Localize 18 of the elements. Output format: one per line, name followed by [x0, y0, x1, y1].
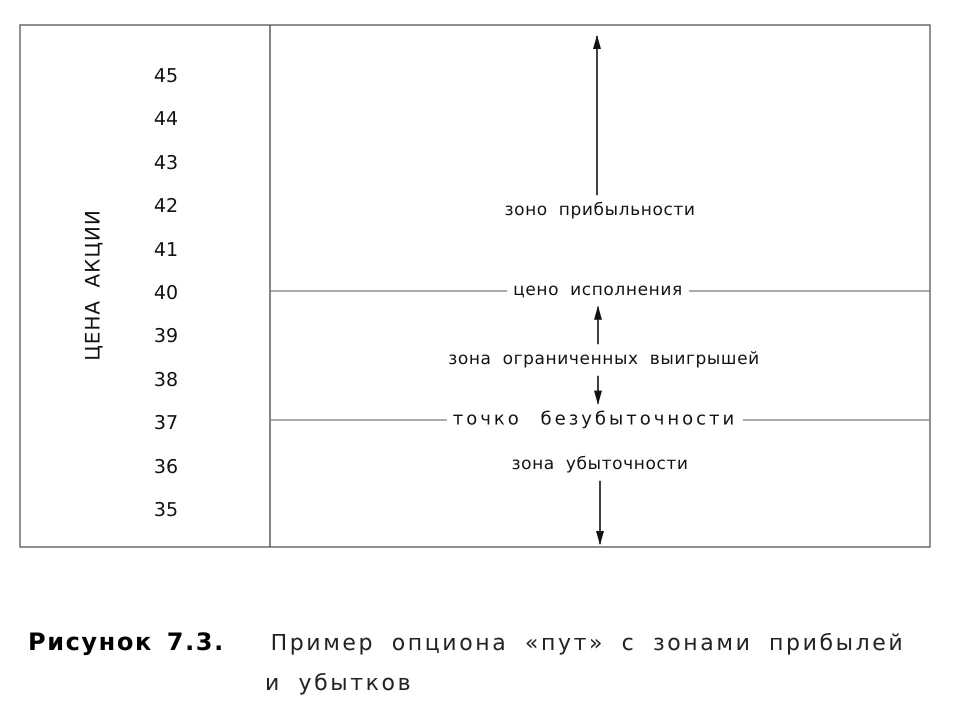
tick-label: 44 — [154, 109, 178, 132]
tick-label: 42 — [154, 196, 178, 218]
arrow — [593, 35, 601, 196]
axis-title: ЦЕНА АКЦИИ — [82, 209, 104, 361]
tick-label: 45 — [154, 66, 178, 88]
arrow — [596, 480, 604, 545]
tick-label: 35 — [154, 500, 178, 522]
tick-label: 39 — [154, 326, 178, 348]
arrow — [594, 376, 602, 405]
price-level-label: точко безубыточности — [446, 410, 744, 430]
tick-label: 38 — [154, 370, 178, 392]
tick-label: 37 — [154, 413, 178, 436]
tick-label: 43 — [154, 152, 178, 175]
tick-label: 41 — [154, 240, 178, 262]
figure-caption: Рисунок 7.3. Пример опциона «пут» с зонами прибылей и убытков — [28, 627, 906, 698]
arrow — [594, 306, 602, 344]
tick-label: 40 — [154, 283, 178, 305]
tick-label: 36 — [154, 456, 178, 479]
